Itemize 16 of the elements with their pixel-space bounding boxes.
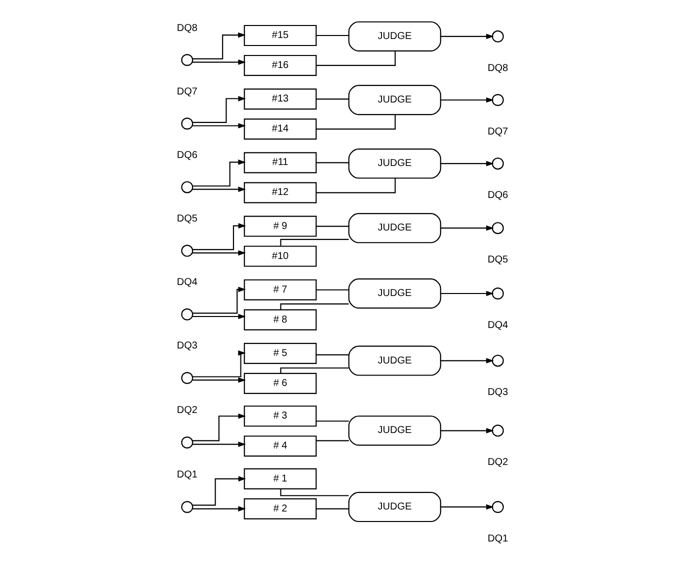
node-label: DQ3 xyxy=(176,340,198,352)
node-label: DQ6 xyxy=(176,150,198,161)
node-label: DQ8 xyxy=(176,22,198,34)
node-label: DQ4 xyxy=(488,320,508,331)
node-label: DQ5 xyxy=(488,254,508,266)
node-label: DQ2 xyxy=(488,457,508,468)
node-label: DQ3 xyxy=(488,387,508,398)
node-label: DQ6 xyxy=(488,190,508,201)
node-label: DQ1 xyxy=(488,533,508,544)
node-label: DQ5 xyxy=(176,214,198,225)
node-label: DQ7 xyxy=(488,126,508,138)
node-label: DQ7 xyxy=(176,86,198,98)
node-label: DQ1 xyxy=(176,470,198,481)
node-label: DQ4 xyxy=(176,277,198,288)
node-label: DQ8 xyxy=(488,62,508,74)
node-label: DQ2 xyxy=(176,405,198,416)
